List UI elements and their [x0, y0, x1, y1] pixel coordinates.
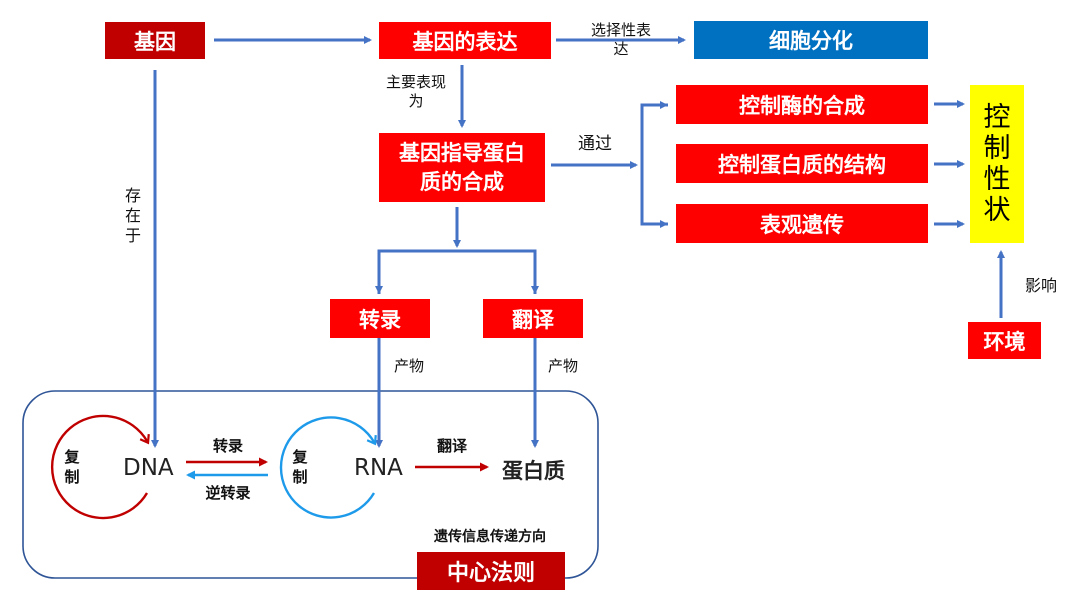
- label-through: 通过: [578, 134, 612, 154]
- label-selective-expression: 选择性表达: [590, 21, 651, 58]
- node-control-enzyme-synthesis: 控制酶的合成: [676, 85, 928, 124]
- dna-replication-arc: [51, 414, 150, 520]
- label-transcription-arrow: 转录: [212, 437, 243, 455]
- label-rna-replication: 复制: [292, 448, 308, 486]
- label-dna-replication: 复制: [64, 448, 80, 486]
- label-mainly-manifested-as: 主要表现为: [385, 73, 446, 110]
- node-control-protein-structure: 控制蛋白质的结构: [676, 144, 928, 183]
- node-environment: 环境: [968, 322, 1041, 359]
- central-dogma-panel: [22, 390, 599, 579]
- node-central-dogma: 中心法则: [417, 552, 565, 590]
- molecule-dna: DNA: [123, 455, 174, 481]
- label-product-translation: 产物: [547, 357, 578, 375]
- node-gene-directs-protein-synthesis: 基因指导蛋白质的合成: [379, 133, 545, 202]
- node-gene-expression: 基因的表达: [379, 22, 551, 59]
- label-reverse-transcription: 逆转录: [205, 484, 251, 502]
- label-translation-arrow: 翻译: [436, 437, 467, 455]
- label-influences: 影响: [1024, 276, 1057, 295]
- node-transcription: 转录: [330, 299, 430, 338]
- node-gene: 基因: [105, 22, 205, 59]
- bracket-three-ways: [640, 103, 668, 226]
- node-cell-differentiation: 细胞分化: [694, 21, 928, 59]
- label-exists-in: 存在于: [124, 186, 141, 245]
- rna-replication-arc: [279, 416, 377, 519]
- node-epigenetics: 表观遗传: [676, 204, 928, 243]
- molecule-rna: RNA: [354, 455, 403, 481]
- node-translation: 翻译: [483, 299, 583, 338]
- molecule-protein: 蛋白质: [502, 459, 565, 483]
- label-product-transcription: 产物: [393, 357, 424, 375]
- node-control-traits: 控制性状: [970, 85, 1024, 243]
- caption-information-flow: 遗传信息传递方向: [434, 529, 546, 545]
- branch-transcription-translation: [377, 249, 537, 294]
